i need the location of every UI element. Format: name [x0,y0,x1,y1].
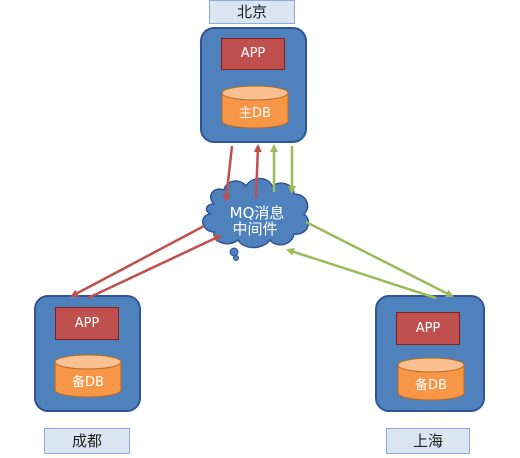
db-cylinder-shanghai: 备DB [397,357,465,401]
node-shanghai: APP 备DB [375,295,485,412]
arrow-mq-to-beijing [253,144,262,199]
arrow-mq-to-chengdu [70,224,205,298]
city-label-chengdu: 成都 [44,428,130,454]
city-label-beijing: 北京 [209,0,295,24]
arrow-mq-to-shanghai [305,220,454,298]
node-chengdu: APP 备DB [34,295,141,412]
db-label-chengdu: 备DB [72,375,104,390]
node-beijing: APP 主DB [200,27,307,143]
arrow-chengdu-to-mq [87,234,222,300]
arrow-shanghai-to-mq [286,248,437,300]
app-box-chengdu: APP [55,307,119,340]
mq-label-line1: MQ消息 [229,204,285,222]
db-label-beijing: 主DB [239,106,271,121]
city-label-shanghai: 上海 [386,428,470,454]
arrow-beijing-to-mq [222,145,234,202]
db-label-shanghai: 备DB [415,378,447,393]
db-cylinder-beijing: 主DB [221,85,289,129]
app-box-shanghai: APP [396,312,460,345]
db-cylinder-chengdu: 备DB [54,354,122,398]
app-box-beijing: APP [221,38,285,70]
mq-label-line2: 中间件 [232,220,278,238]
